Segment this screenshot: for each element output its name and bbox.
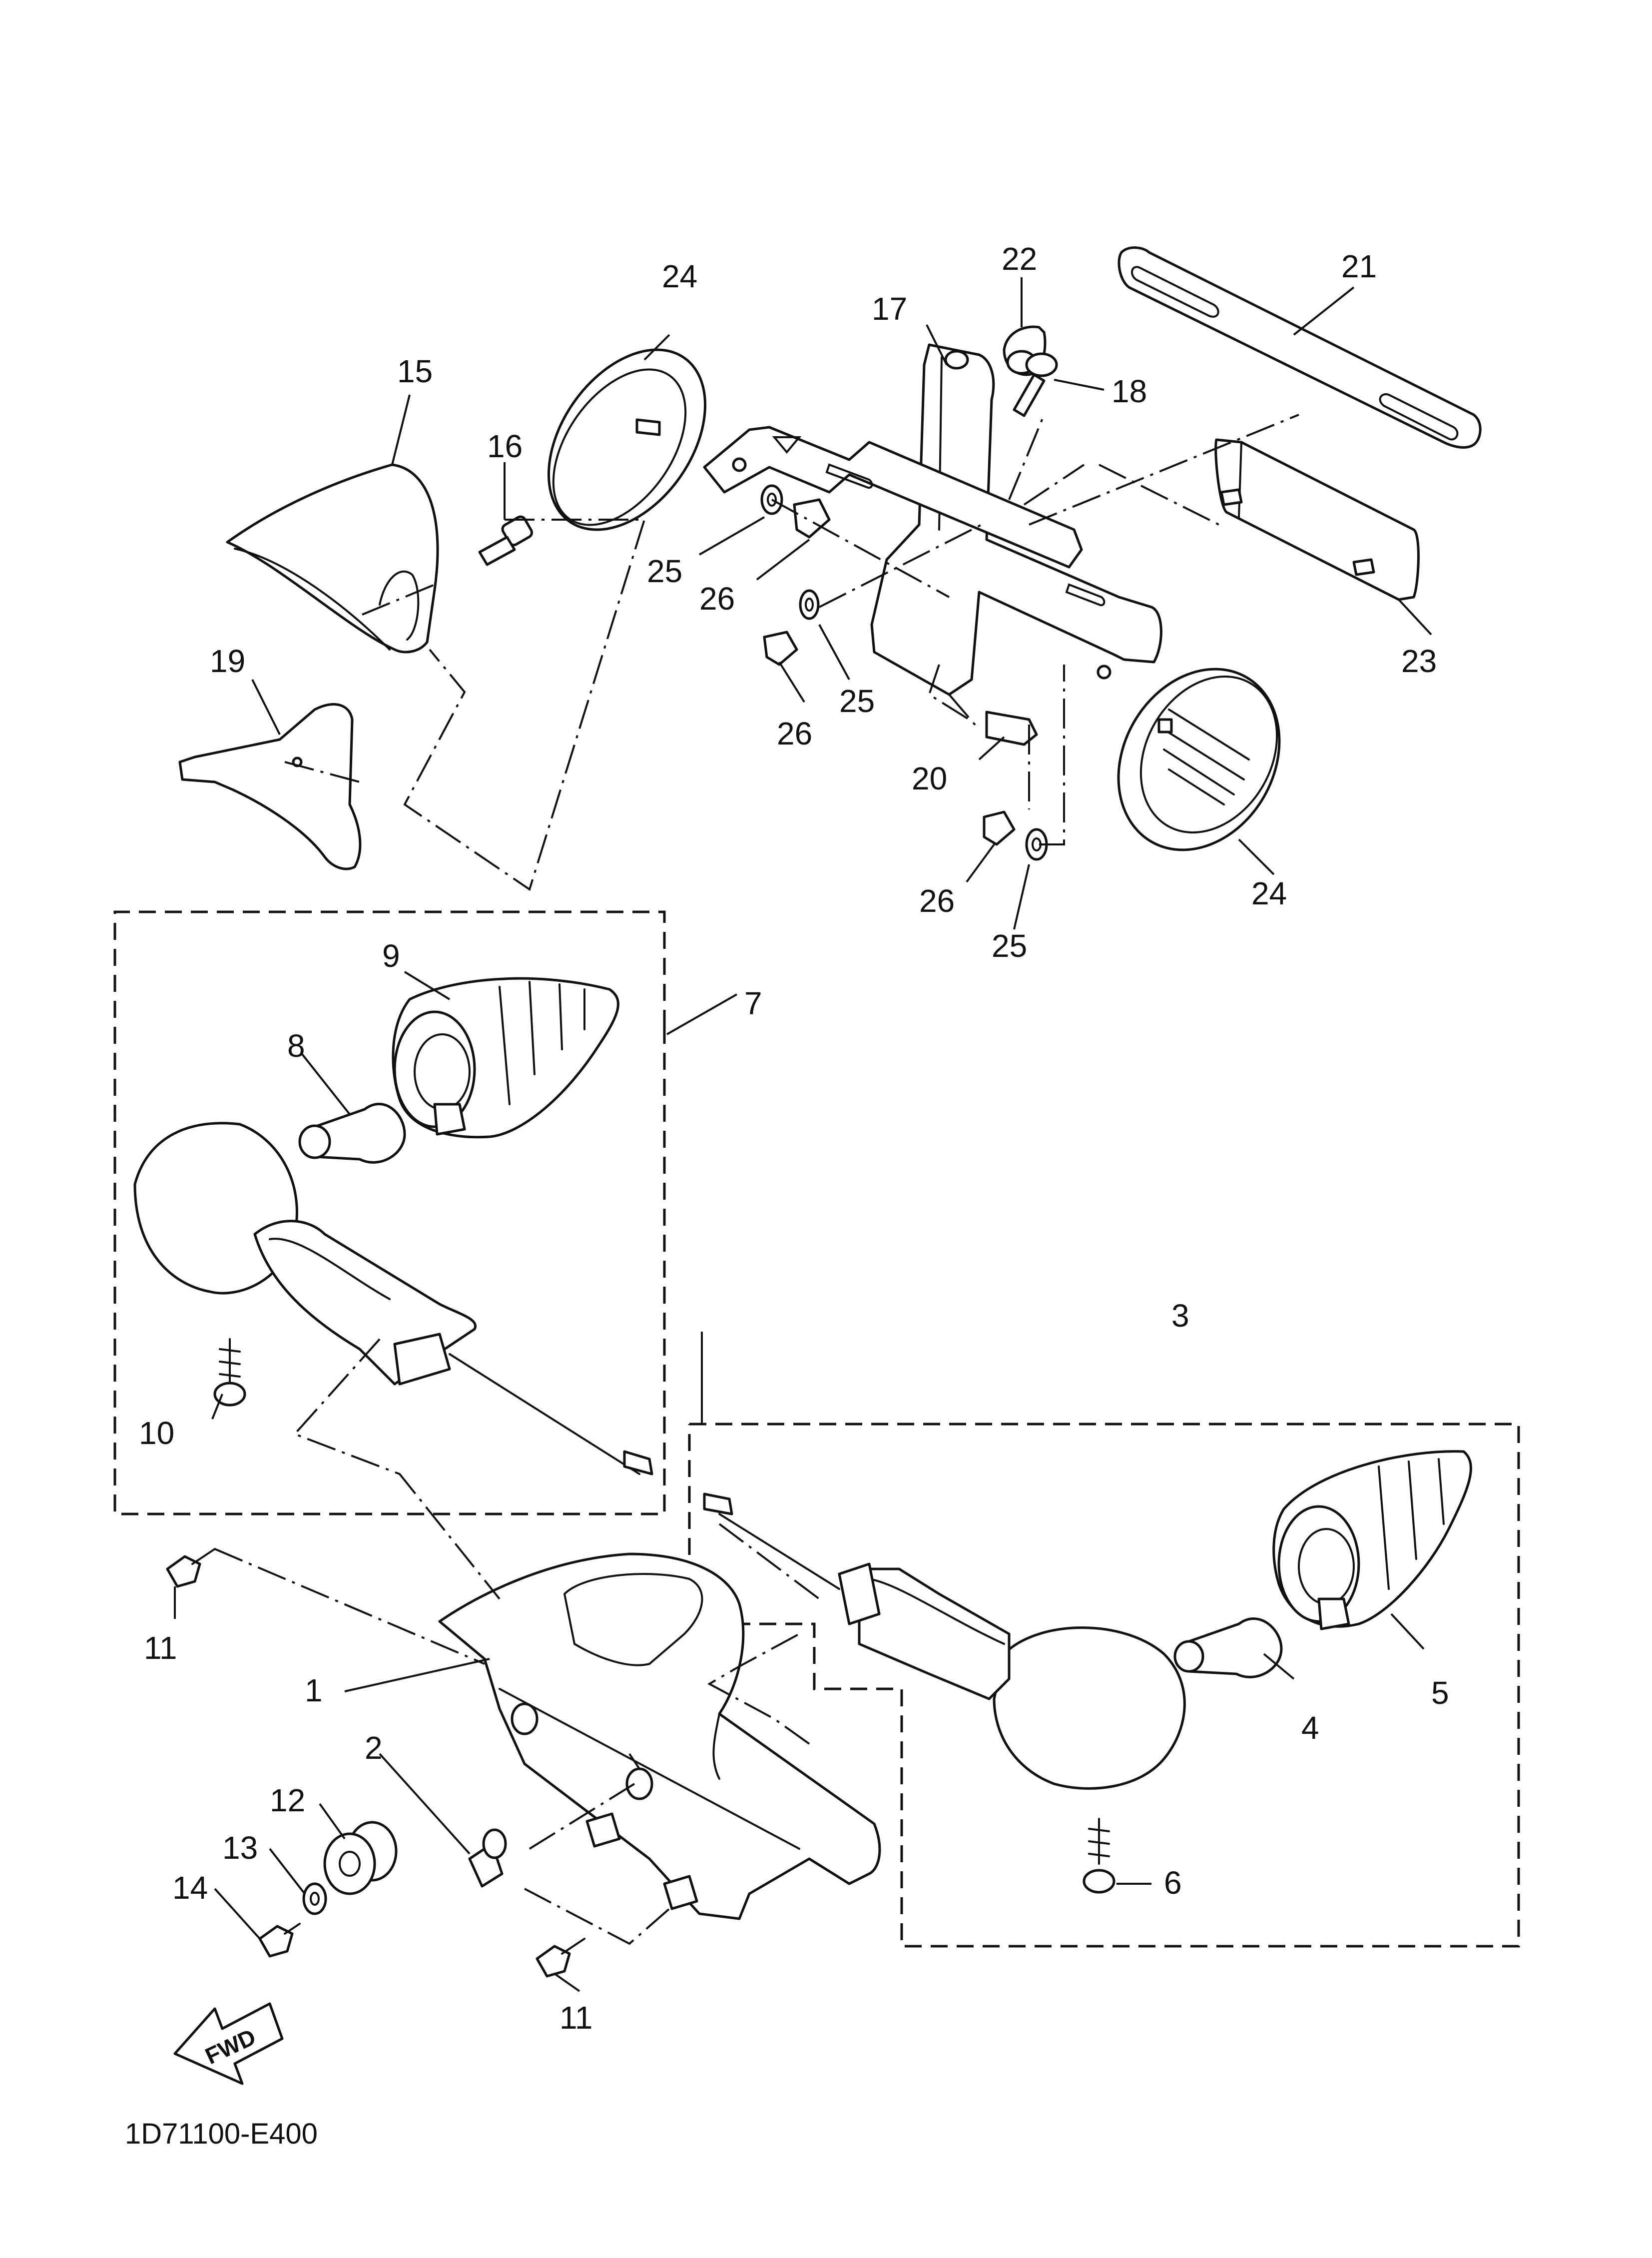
callout-labels: 1 2 3 4 5 6 7 8 9 10 11 11 12 13 14 15 1… (139, 241, 1449, 2036)
callout-15: 15 (397, 353, 433, 389)
grommet-12 (323, 1821, 398, 1895)
callout-23: 23 (1401, 643, 1437, 679)
bolt-11-bottom (536, 1938, 585, 1978)
plate-strip-21 (1117, 246, 1482, 449)
callout-25-c: 25 (992, 928, 1027, 964)
flasher-body-7 (133, 1122, 653, 1476)
nut-26-b (763, 631, 798, 666)
callout-13: 13 (222, 1830, 258, 1866)
diagram-code: 1D71100-E400 (125, 2118, 318, 2150)
callout-16: 16 (487, 428, 523, 464)
bolt-20 (985, 711, 1038, 746)
callout-26-c: 26 (919, 883, 955, 919)
bracket-19 (178, 703, 362, 870)
callout-12: 12 (270, 1782, 305, 1818)
reflector-24-top (547, 348, 707, 531)
callout-10: 10 (139, 1415, 174, 1451)
bolt-14 (258, 1923, 301, 1958)
callout-4: 4 (1301, 1710, 1319, 1746)
group-box-7 (113, 910, 666, 1515)
flasher-body-3 (703, 1493, 1186, 1790)
bulb-4 (1173, 1617, 1283, 1678)
washer-13 (302, 1882, 327, 1915)
callout-22: 22 (1002, 241, 1037, 277)
callout-26-a: 26 (699, 581, 735, 617)
screw-6 (1083, 1818, 1115, 1894)
bulb-2 (468, 1828, 507, 1888)
flasher-lens-5 (1272, 1450, 1472, 1630)
stay-arm (703, 426, 1111, 680)
group-box-3 (688, 1423, 1520, 1948)
callout-3: 3 (1171, 1298, 1189, 1334)
nut-26-c (983, 810, 1016, 846)
callout-6: 6 (1164, 1865, 1182, 1901)
bolt-16 (478, 515, 533, 566)
bolt-18 (1013, 352, 1058, 417)
callout-2: 2 (365, 1730, 383, 1766)
callout-5: 5 (1431, 1675, 1449, 1711)
callout-1: 1 (305, 1672, 323, 1708)
callout-11-bottom: 11 (559, 2000, 592, 2036)
tail-light-1 (438, 1552, 881, 1920)
callout-25-a: 25 (647, 553, 682, 589)
reflector-24-right (1117, 668, 1281, 851)
callout-14: 14 (172, 1870, 208, 1906)
washer-25-b (799, 589, 820, 620)
callout-17: 17 (872, 291, 907, 327)
bolt-11-top (166, 1548, 216, 1588)
bulb-8 (298, 1103, 406, 1164)
callout-24-top: 24 (662, 258, 697, 294)
callout-26-b: 26 (777, 716, 812, 752)
callout-leaders (174, 277, 1432, 1992)
callout-9: 9 (382, 938, 400, 974)
plate-light-23 (1214, 438, 1420, 601)
callout-7: 7 (744, 985, 762, 1021)
screw-10 (213, 1338, 246, 1407)
nut-26-a (793, 498, 831, 539)
flasher-lens-9 (392, 977, 619, 1139)
tail-cover (226, 463, 439, 654)
forward-direction-arrow: FWD (173, 2002, 284, 2085)
callout-19: 19 (210, 643, 245, 679)
callout-24-right: 24 (1251, 875, 1287, 911)
callout-11-top: 11 (144, 1630, 177, 1666)
callout-20: 20 (912, 760, 947, 796)
assembly-lines (214, 414, 1299, 1945)
callout-8: 8 (287, 1028, 305, 1064)
callout-18: 18 (1111, 373, 1147, 409)
callout-21: 21 (1341, 248, 1377, 284)
callout-25-b: 25 (839, 683, 875, 719)
